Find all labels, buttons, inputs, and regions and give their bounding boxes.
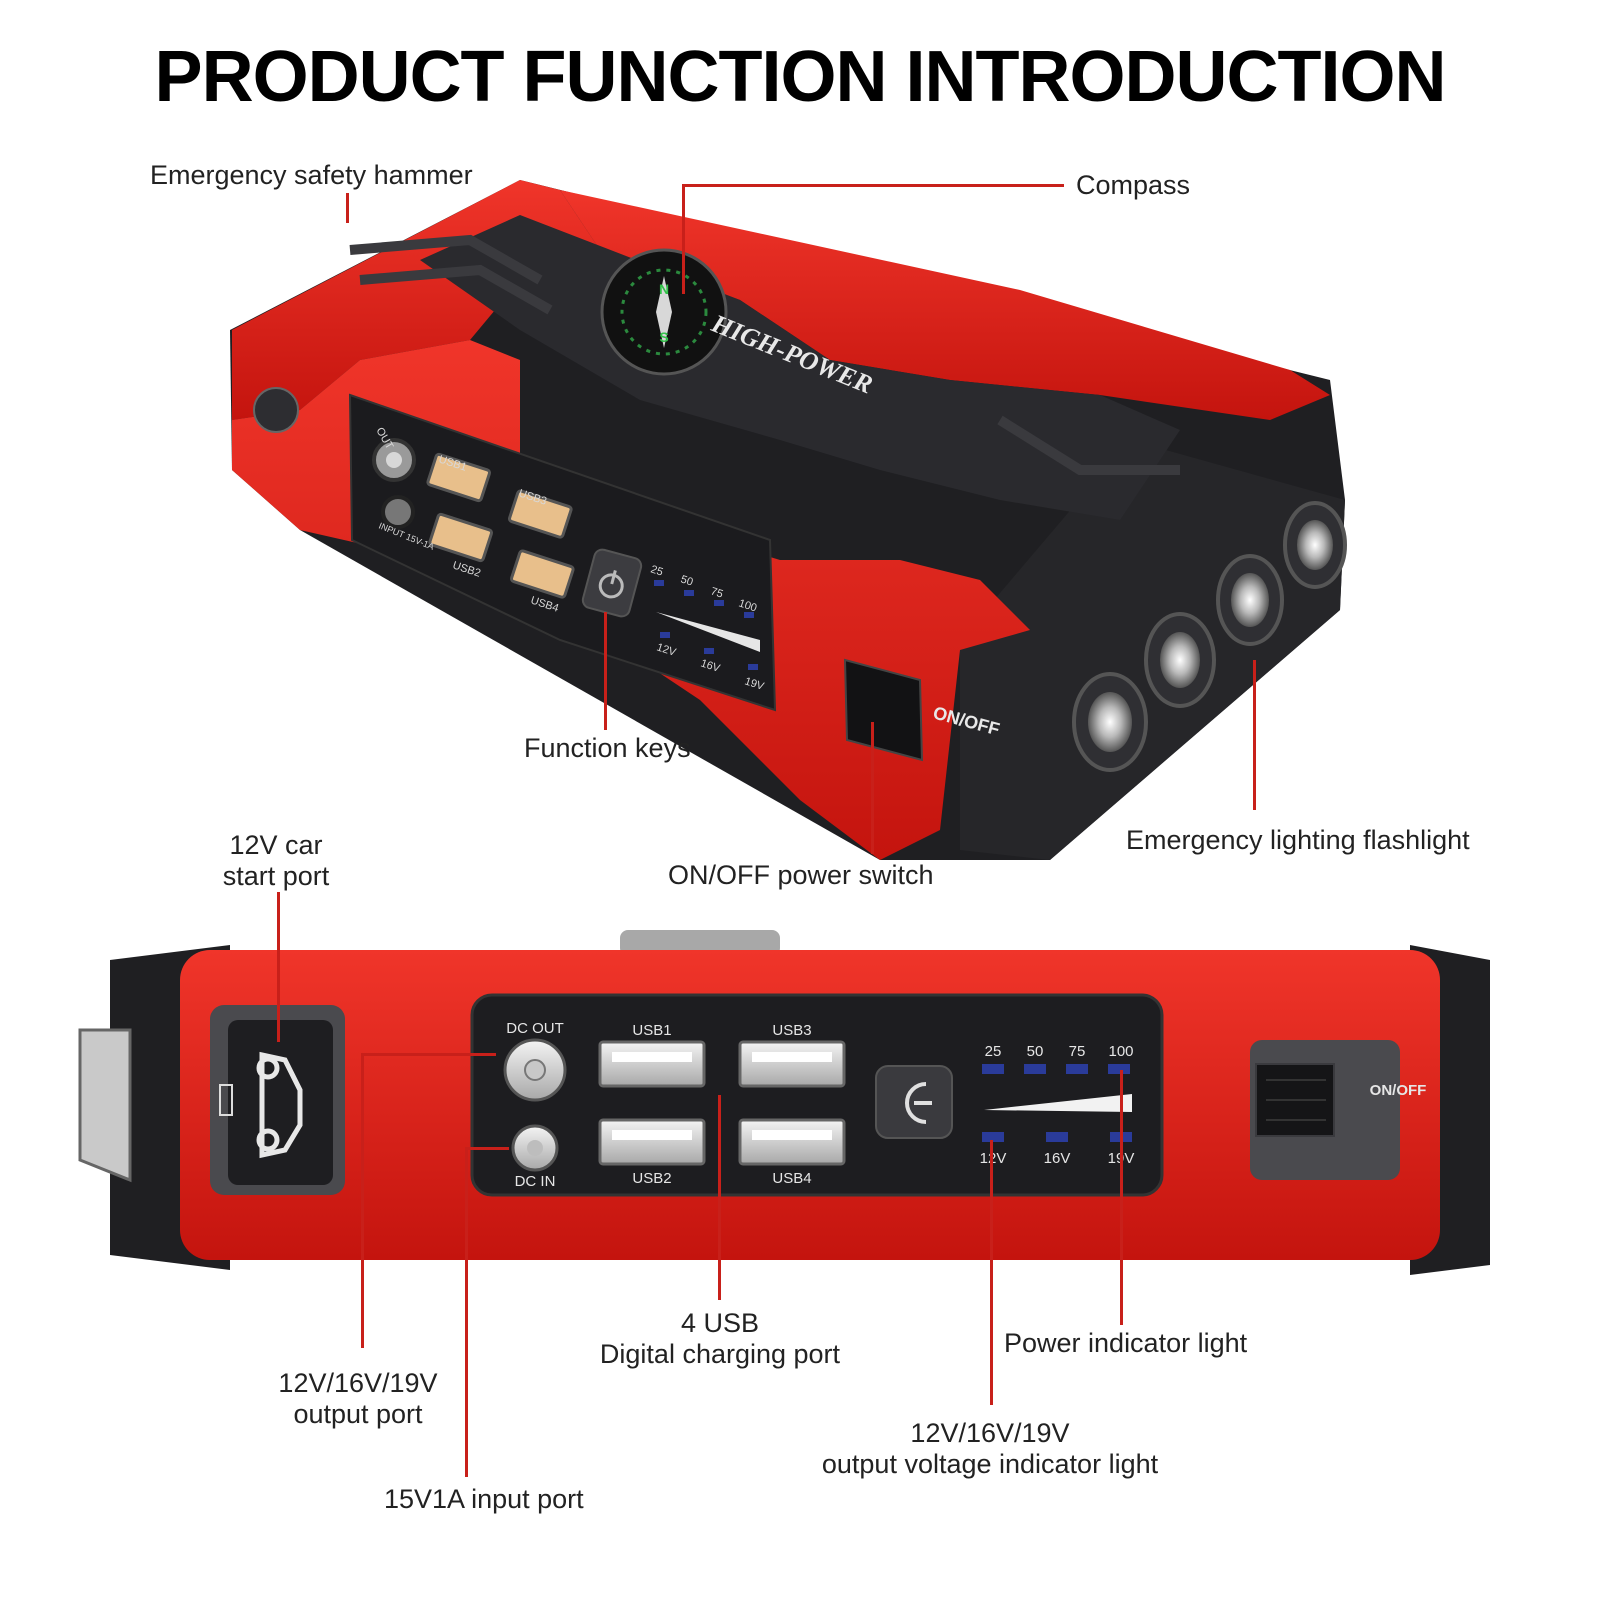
callout-input-port: 15V1A input port <box>384 1484 584 1514</box>
leader-flashlight <box>1253 660 1256 810</box>
car-icon <box>256 1051 303 1159</box>
top-device <box>230 180 1347 860</box>
bottom-usb3-port <box>738 1040 846 1088</box>
bottom-volt-12: 12V <box>980 1150 1007 1167</box>
bottom-usb2-port <box>598 1118 706 1166</box>
bottom-level-25: 25 <box>985 1043 1002 1060</box>
callout-flashlight: Emergency lighting flashlight <box>1126 825 1470 855</box>
leader-input-v <box>465 1147 468 1477</box>
callout-onoff-switch: ON/OFF power switch <box>668 860 934 890</box>
bottom-top-nub <box>620 930 780 956</box>
callout-usb: 4 USB Digital charging port <box>580 1308 860 1370</box>
callout-voltage-line2: output voltage indicator light <box>821 1449 1159 1479</box>
top-dc-in-port <box>381 495 415 529</box>
leader-power-indicator <box>1120 1070 1123 1325</box>
leader-output-h <box>361 1053 496 1056</box>
compass-n-label: N <box>659 281 669 297</box>
leader-compass-v <box>682 184 685 294</box>
top-volt-19: 19V <box>743 675 766 693</box>
bottom-level-50: 50 <box>1027 1043 1044 1060</box>
leader-function-keys <box>604 612 607 730</box>
bottom-car-start-port <box>228 1020 333 1185</box>
leader-output-v <box>361 1053 364 1348</box>
compass-s-label: S <box>659 329 668 345</box>
bottom-usb2-label: USB2 <box>632 1170 671 1187</box>
callout-usb-line2: Digital charging port <box>599 1339 841 1369</box>
top-led <box>704 648 714 654</box>
callout-usb-line1: 4 USB <box>680 1308 760 1338</box>
callout-car-start-line2: start port <box>222 861 330 891</box>
bottom-led-12v <box>982 1132 1004 1142</box>
callout-car-start-line1: 12V car <box>229 830 323 860</box>
callout-voltage-indicator: 12V/16V/19V output voltage indicator lig… <box>810 1418 1170 1480</box>
bottom-onoff-label: ON/OFF <box>1370 1082 1427 1099</box>
top-level-25: 25 <box>649 563 664 578</box>
top-usb3-port <box>508 489 573 539</box>
top-level-75: 75 <box>709 585 724 600</box>
page-title: PRODUCT FUNCTION INTRODUCTION <box>154 37 1447 117</box>
top-level-100: 100 <box>737 597 758 614</box>
callout-output-line1: 12V/16V/19V <box>278 1368 438 1398</box>
groove <box>349 234 543 285</box>
bottom-usb3-label: USB3 <box>772 1022 811 1039</box>
bottom-usb1-port <box>598 1040 706 1088</box>
bottom-level-wedge <box>984 1094 1132 1112</box>
top-led <box>744 612 754 618</box>
leader-usb <box>718 1095 721 1300</box>
bottom-led-16v <box>1046 1132 1068 1142</box>
top-usb2-port <box>428 512 494 563</box>
groove <box>359 264 553 315</box>
bottom-led-100 <box>1108 1064 1130 1074</box>
top-volt-16: 16V <box>699 657 722 675</box>
top-red-shell-stripe <box>560 190 1330 420</box>
bottom-level-75: 75 <box>1069 1043 1086 1060</box>
power-icon <box>905 1082 932 1124</box>
callout-compass: Compass <box>1076 170 1191 200</box>
top-usb1-port <box>426 452 492 503</box>
top-led <box>684 590 694 596</box>
bottom-device <box>78 930 1490 1275</box>
callout-function-keys: Function keys <box>524 733 691 763</box>
top-usb4-port <box>510 549 575 599</box>
bottom-usb1-label: USB1 <box>632 1022 671 1039</box>
flashlight-icon <box>1072 501 1347 772</box>
bottom-led-75 <box>1066 1064 1088 1074</box>
bottom-usb4-label: USB4 <box>772 1170 811 1187</box>
leader-hammer <box>346 193 349 223</box>
callout-hammer: Emergency safety hammer <box>150 160 473 190</box>
leader-car-start <box>277 892 280 1042</box>
bottom-led-50 <box>1024 1064 1046 1074</box>
bottom-dc-in-label: DC IN <box>515 1173 556 1190</box>
leader-onoff-switch <box>871 722 874 854</box>
top-led <box>660 632 670 638</box>
bottom-level-100: 100 <box>1108 1043 1133 1060</box>
top-level-wedge <box>656 612 760 652</box>
top-volt-12: 12V <box>655 641 678 659</box>
top-led <box>654 580 664 586</box>
bottom-volt-16: 16V <box>1044 1150 1071 1167</box>
callout-voltage-line1: 12V/16V/19V <box>910 1418 1070 1448</box>
callout-power-indicator: Power indicator light <box>1004 1328 1248 1358</box>
top-led <box>714 600 724 606</box>
bottom-dc-out-label: DC OUT <box>506 1020 564 1037</box>
top-onoff-switch <box>843 658 924 762</box>
groove <box>997 415 1180 475</box>
bottom-led-25 <box>982 1064 1004 1074</box>
top-led <box>748 664 758 670</box>
top-dc-out-pin <box>386 452 402 468</box>
callout-output-port: 12V/16V/19V output port <box>258 1368 458 1430</box>
callout-car-start: 12V car start port <box>196 830 356 892</box>
leader-input-h <box>465 1147 509 1150</box>
hammer-knob <box>253 387 299 433</box>
hammer-clip <box>78 1028 132 1183</box>
top-level-50: 50 <box>679 573 694 588</box>
bottom-usb4-port <box>738 1118 846 1166</box>
leader-voltage <box>990 1140 993 1405</box>
callout-output-line2: output port <box>293 1399 423 1429</box>
leader-compass-h <box>682 184 1064 187</box>
